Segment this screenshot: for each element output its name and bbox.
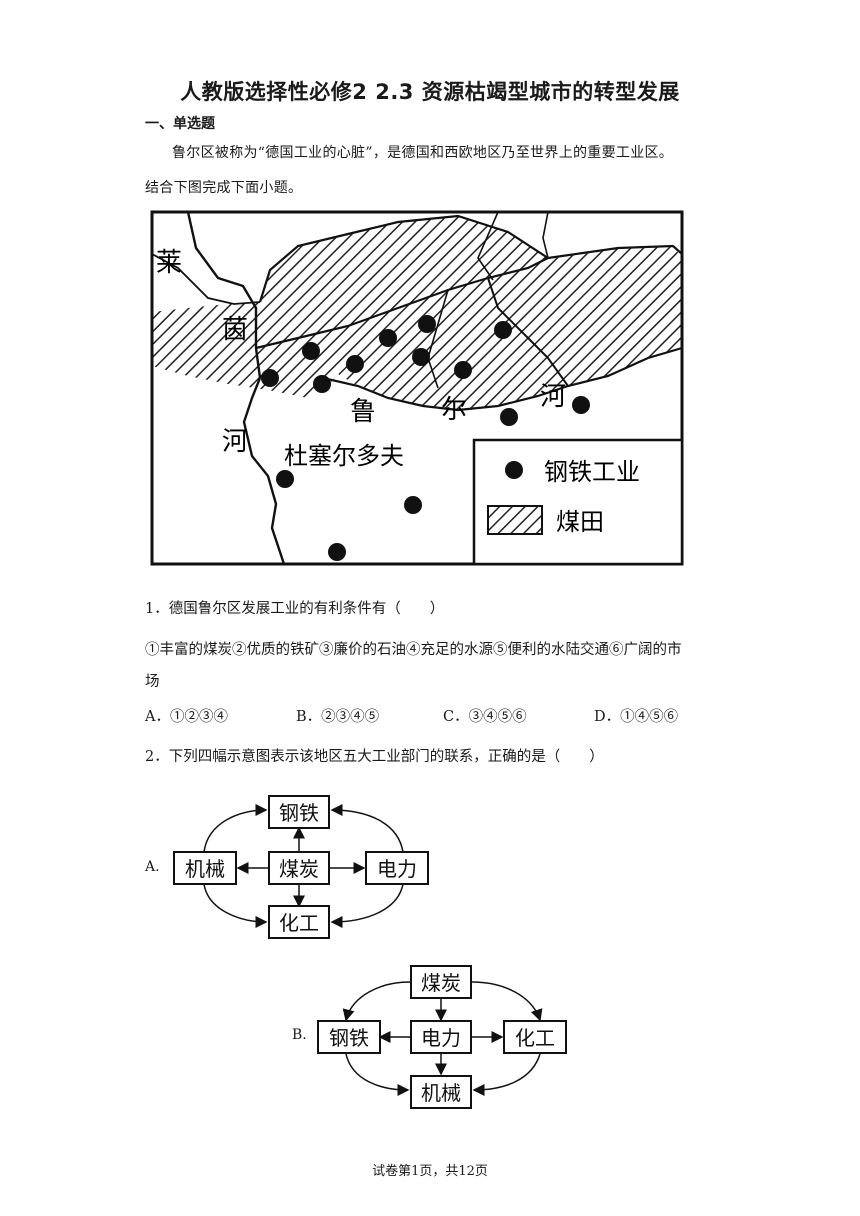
diagram-b-center: 电力 bbox=[421, 1026, 461, 1050]
steel-dot bbox=[346, 355, 364, 373]
legend-coal-label: 煤田 bbox=[556, 508, 604, 536]
map-label-lu: 鲁 bbox=[350, 397, 376, 427]
page-footer: 试卷第1页，共12页 bbox=[372, 1164, 488, 1179]
diagram-b-right: 化工 bbox=[515, 1026, 555, 1050]
q1-option-d[interactable]: D．①④⑤⑥ bbox=[594, 709, 679, 725]
q2-diagram-a: 钢铁 机械 煤炭 电力 化工 bbox=[173, 795, 429, 939]
rhine-river bbox=[186, 212, 286, 564]
legend-coal-swatch-icon bbox=[487, 505, 543, 535]
steel-dot bbox=[404, 496, 422, 514]
steel-dot bbox=[572, 396, 590, 414]
diagram-a-bottom: 化工 bbox=[279, 911, 319, 935]
q1-stem: 1．德国鲁尔区发展工业的有利条件有（ ） bbox=[145, 601, 445, 617]
diagram-b-top: 煤炭 bbox=[421, 971, 461, 995]
q2-stem: 2．下列四幅示意图表示该地区五大工业部门的联系，正确的是（ ） bbox=[145, 749, 604, 765]
intro-line-2: 结合下图完成下面小题。 bbox=[145, 180, 303, 196]
steel-industry-dots bbox=[261, 315, 590, 561]
steel-dot bbox=[418, 315, 436, 333]
map-label-he-left: 河 bbox=[222, 427, 248, 457]
steel-dot bbox=[500, 408, 518, 426]
q1-items-line-1: ①丰富的煤炭②优质的铁矿③廉价的石油④充足的水源⑤便利的水陆交通⑥广阔的市 bbox=[145, 642, 682, 658]
page-title: 人教版选择性必修2 2.3 资源枯竭型城市的转型发展 bbox=[180, 80, 680, 104]
steel-dot bbox=[379, 329, 397, 347]
q1-items-line-2: 场 bbox=[145, 674, 160, 690]
q2-option-a-label[interactable]: A. bbox=[145, 859, 160, 875]
legend-steel-label: 钢铁工业 bbox=[544, 458, 640, 486]
diagram-a-top: 钢铁 bbox=[279, 801, 319, 825]
ruhr-map: 莱 茵 河 鲁 尔 河 杜塞尔多夫 钢铁工业 煤田 bbox=[148, 208, 686, 568]
legend-steel-dot-icon bbox=[505, 461, 523, 479]
steel-dot bbox=[276, 470, 294, 488]
diagram-a-right: 电力 bbox=[377, 857, 417, 881]
q1-option-c[interactable]: C．③④⑤⑥ bbox=[443, 709, 527, 725]
diagram-b-bottom: 机械 bbox=[421, 1081, 461, 1105]
map-label-yin: 茵 bbox=[222, 315, 248, 345]
q2-diagram-b: 煤炭 钢铁 电力 化工 机械 bbox=[317, 965, 567, 1109]
q1-option-a[interactable]: A．①②③④ bbox=[145, 709, 228, 725]
steel-dot bbox=[261, 369, 279, 387]
intro-line-1: 鲁尔区被称为“德国工业的心脏”，是德国和西欧地区乃至世界上的重要工业区。 bbox=[172, 145, 674, 161]
steel-dot bbox=[328, 543, 346, 561]
q2-option-b-label[interactable]: B. bbox=[292, 1027, 307, 1043]
section-heading: 一、单选题 bbox=[145, 116, 215, 132]
map-label-city: 杜塞尔多夫 bbox=[284, 442, 404, 470]
map-label-lai: 莱 bbox=[156, 248, 182, 278]
diagram-a-left: 机械 bbox=[185, 857, 225, 881]
steel-dot bbox=[454, 361, 472, 379]
steel-dot bbox=[313, 375, 331, 393]
steel-dot bbox=[494, 321, 512, 339]
q1-option-b[interactable]: B．②③④⑤ bbox=[296, 709, 380, 725]
map-label-er: 尔 bbox=[441, 395, 467, 425]
map-legend: 钢铁工业 煤田 bbox=[472, 438, 684, 566]
map-label-he-right: 河 bbox=[540, 382, 566, 412]
diagram-b-left: 钢铁 bbox=[329, 1026, 369, 1050]
steel-dot bbox=[412, 348, 430, 366]
steel-dot bbox=[302, 342, 320, 360]
diagram-a-center: 煤炭 bbox=[279, 857, 319, 881]
